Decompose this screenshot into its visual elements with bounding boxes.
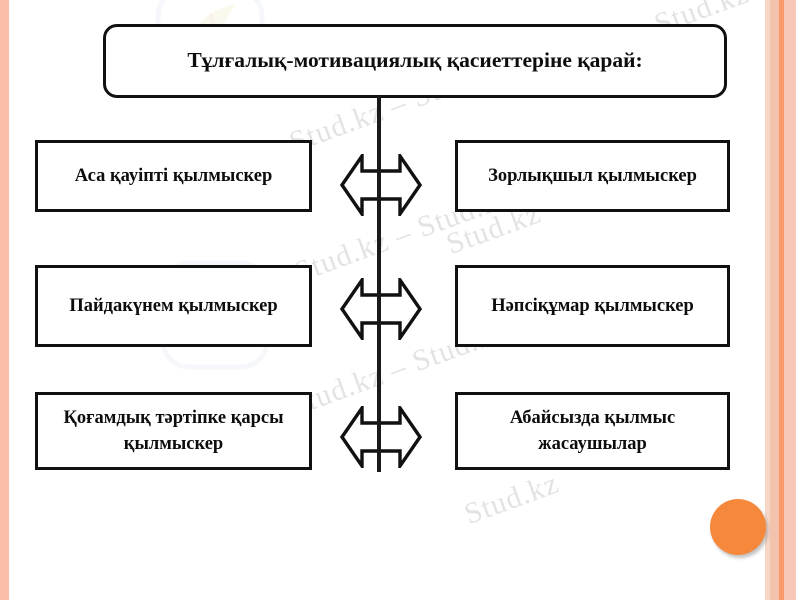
right-item-label-2: Нәпсіқұмар қылмыскер	[491, 295, 694, 316]
left-item-label-2: Пайдакүнем қылмыскер	[69, 295, 278, 316]
vertical-connector-line-overlay	[377, 96, 381, 472]
diagram-title-box: Тұлғалық-мотивациялық қасиеттеріне қарай…	[103, 24, 727, 98]
right-item-label-3: Абайсызда қылмыс жасаушылар	[509, 407, 676, 454]
left-item-box-1: Аса қауіпті қылмыскер	[35, 140, 312, 212]
left-item-label-1: Аса қауіпті қылмыскер	[74, 165, 273, 186]
double-arrow-icon-3	[340, 406, 422, 468]
right-edge-stripe-orange	[779, 0, 784, 600]
right-edge-stripe-peach	[770, 0, 779, 600]
diagram-title-text: Тұлғалық-мотивациялық қасиеттеріне қарай…	[187, 48, 643, 73]
right-edge-stripe-pale-2	[784, 0, 796, 600]
left-item-label-3: Қоғамдық тәртіпке қарсы қылмыскер	[63, 407, 284, 454]
watermark-text: Stud.kz	[460, 466, 564, 532]
left-item-box-2: Пайдакүнем қылмыскер	[35, 265, 312, 347]
double-arrow-icon-1	[340, 154, 422, 216]
right-item-box-3: Абайсызда қылмыс жасаушылар	[455, 392, 730, 470]
right-item-label-1: Зорлықшыл қылмыскер	[488, 165, 697, 186]
right-item-box-2: Нәпсіқұмар қылмыскер	[455, 265, 730, 347]
left-edge-stripe	[0, 0, 9, 600]
right-item-box-1: Зорлықшыл қылмыскер	[455, 140, 730, 212]
orange-circle-decoration	[710, 499, 766, 555]
right-edge-stripe-pale-1	[765, 0, 770, 600]
double-arrow-icon-2	[340, 278, 422, 340]
left-item-box-3: Қоғамдық тәртіпке қарсы қылмыскер	[35, 392, 312, 470]
